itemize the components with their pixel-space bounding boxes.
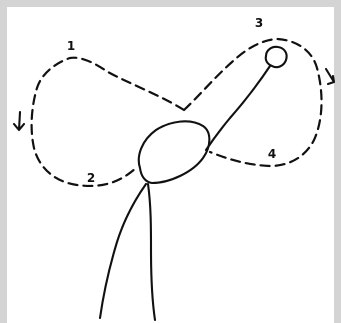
down-arrow-icon: [326, 69, 334, 84]
head-shape: [139, 121, 210, 183]
right-body-line: [148, 184, 155, 320]
left-body-line: [100, 184, 146, 318]
down-arrow-icon: [14, 112, 24, 130]
dashed-figure-eight-path: [32, 39, 322, 186]
right-hand-circle: [266, 47, 287, 67]
path-marker-4: 4: [268, 147, 276, 161]
path-marker-1: 1: [67, 39, 75, 53]
path-marker-2: 2: [87, 171, 95, 185]
path-marker-3: 3: [255, 16, 263, 30]
